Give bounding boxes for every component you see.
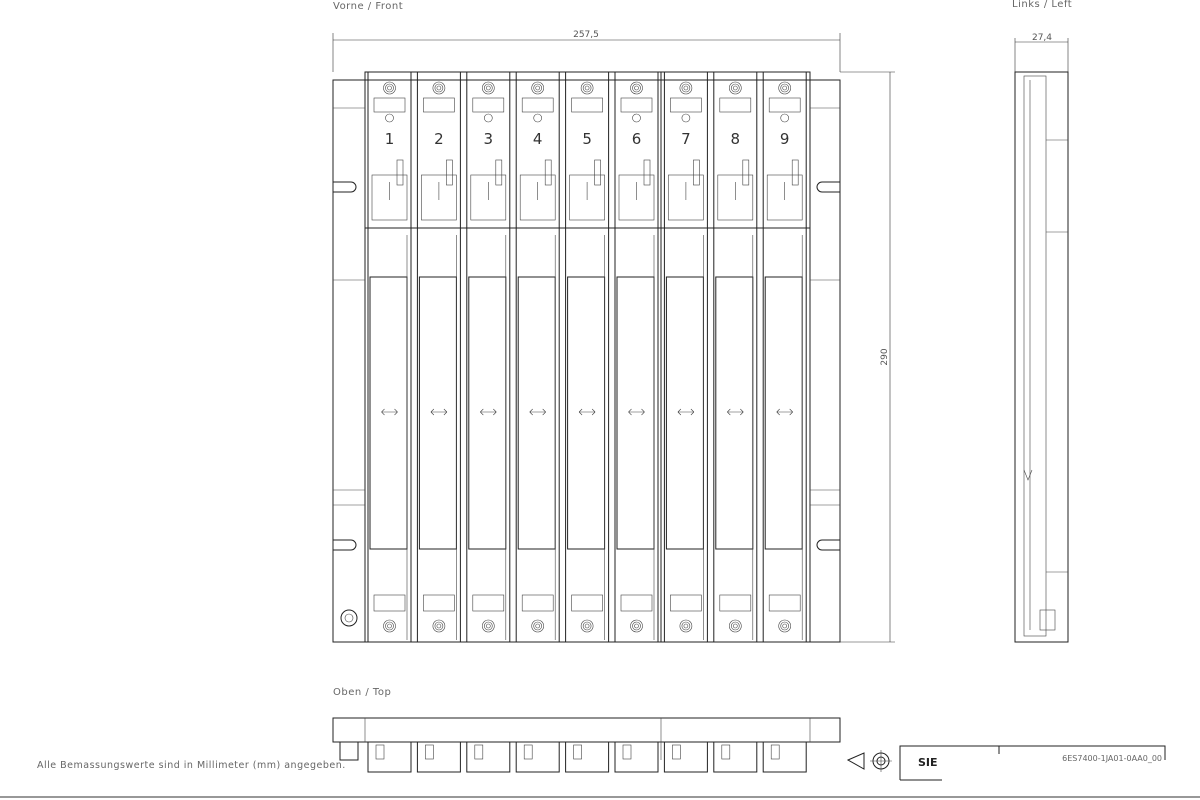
depth-dimension: 27,4 bbox=[1014, 33, 1069, 72]
part-number: 6ES7400-1JA01-0AA0_00 bbox=[1062, 754, 1162, 763]
slot-number: 3 bbox=[484, 130, 494, 148]
left-view-label: Links / Left bbox=[1012, 0, 1073, 10]
double-arrow-icon bbox=[628, 408, 645, 416]
width-dimension-text: 257,5 bbox=[573, 30, 599, 40]
slot-4: 4 bbox=[515, 71, 560, 643]
slot-number: 9 bbox=[780, 130, 790, 148]
top-slot-3 bbox=[466, 742, 511, 773]
front-view: 1 2 3 4 5 6 7 8 9 bbox=[332, 71, 841, 643]
siemens-logo: SIE bbox=[918, 756, 938, 769]
slot-number: 6 bbox=[632, 130, 642, 148]
slot-guide bbox=[715, 276, 754, 550]
slot-3: 3 bbox=[466, 71, 511, 643]
title-block: SIE 6ES7400-1JA01-0AA0_00 bbox=[899, 745, 1166, 781]
slot-9: 9 bbox=[762, 71, 807, 643]
top-slot-8 bbox=[713, 742, 758, 773]
left-view bbox=[1014, 71, 1069, 643]
double-arrow-icon bbox=[430, 408, 448, 416]
top-slot-6 bbox=[614, 742, 659, 773]
top-slot-4 bbox=[515, 742, 560, 773]
slot-number: 8 bbox=[731, 130, 741, 148]
slot-guide bbox=[616, 276, 655, 550]
height-dimension-text: 290 bbox=[880, 348, 890, 365]
footnote: Alle Bemassungswerte sind in Millimeter … bbox=[37, 760, 346, 771]
height-dimension: 290 bbox=[840, 71, 895, 643]
double-arrow-icon bbox=[529, 408, 546, 416]
slot-8: 8 bbox=[713, 71, 758, 643]
ground-screw-icon bbox=[340, 609, 358, 627]
slot-guide bbox=[567, 276, 606, 550]
double-arrow-icon bbox=[480, 408, 497, 416]
front-view-label: Vorne / Front bbox=[333, 1, 404, 12]
slot-guide bbox=[369, 276, 408, 550]
slot-guide bbox=[764, 276, 803, 550]
depth-dimension-text: 27,4 bbox=[1032, 33, 1052, 43]
slot-number: 5 bbox=[582, 130, 592, 148]
slot-guide bbox=[418, 276, 457, 550]
slot-number: 1 bbox=[385, 130, 395, 148]
top-slot-5 bbox=[565, 742, 610, 773]
double-arrow-icon bbox=[727, 408, 744, 416]
slot-number: 4 bbox=[533, 130, 543, 148]
top-view-label: Oben / Top bbox=[333, 687, 392, 698]
slot-guide bbox=[517, 276, 556, 550]
slot-1: 1 bbox=[367, 71, 412, 643]
slot-7: 7 bbox=[663, 71, 708, 643]
top-slot-7 bbox=[663, 742, 708, 773]
double-arrow-icon bbox=[677, 408, 695, 416]
slot-2: 2 bbox=[416, 71, 461, 643]
width-dimension: 257,5 bbox=[332, 30, 841, 72]
top-slot-1 bbox=[367, 742, 412, 773]
top-slot-2 bbox=[416, 742, 461, 773]
slot-6: 6 bbox=[614, 71, 659, 643]
slot-5: 5 bbox=[565, 71, 610, 643]
double-arrow-icon bbox=[776, 408, 793, 416]
double-arrow-icon bbox=[381, 408, 398, 416]
projection-symbol-icon bbox=[846, 750, 892, 772]
top-view bbox=[332, 717, 841, 773]
top-slot-9 bbox=[762, 742, 807, 773]
slot-number: 2 bbox=[434, 130, 444, 148]
slot-guide bbox=[468, 276, 507, 550]
slot-number: 7 bbox=[681, 130, 691, 148]
double-arrow-icon bbox=[578, 408, 596, 416]
slot-guide bbox=[665, 276, 704, 550]
